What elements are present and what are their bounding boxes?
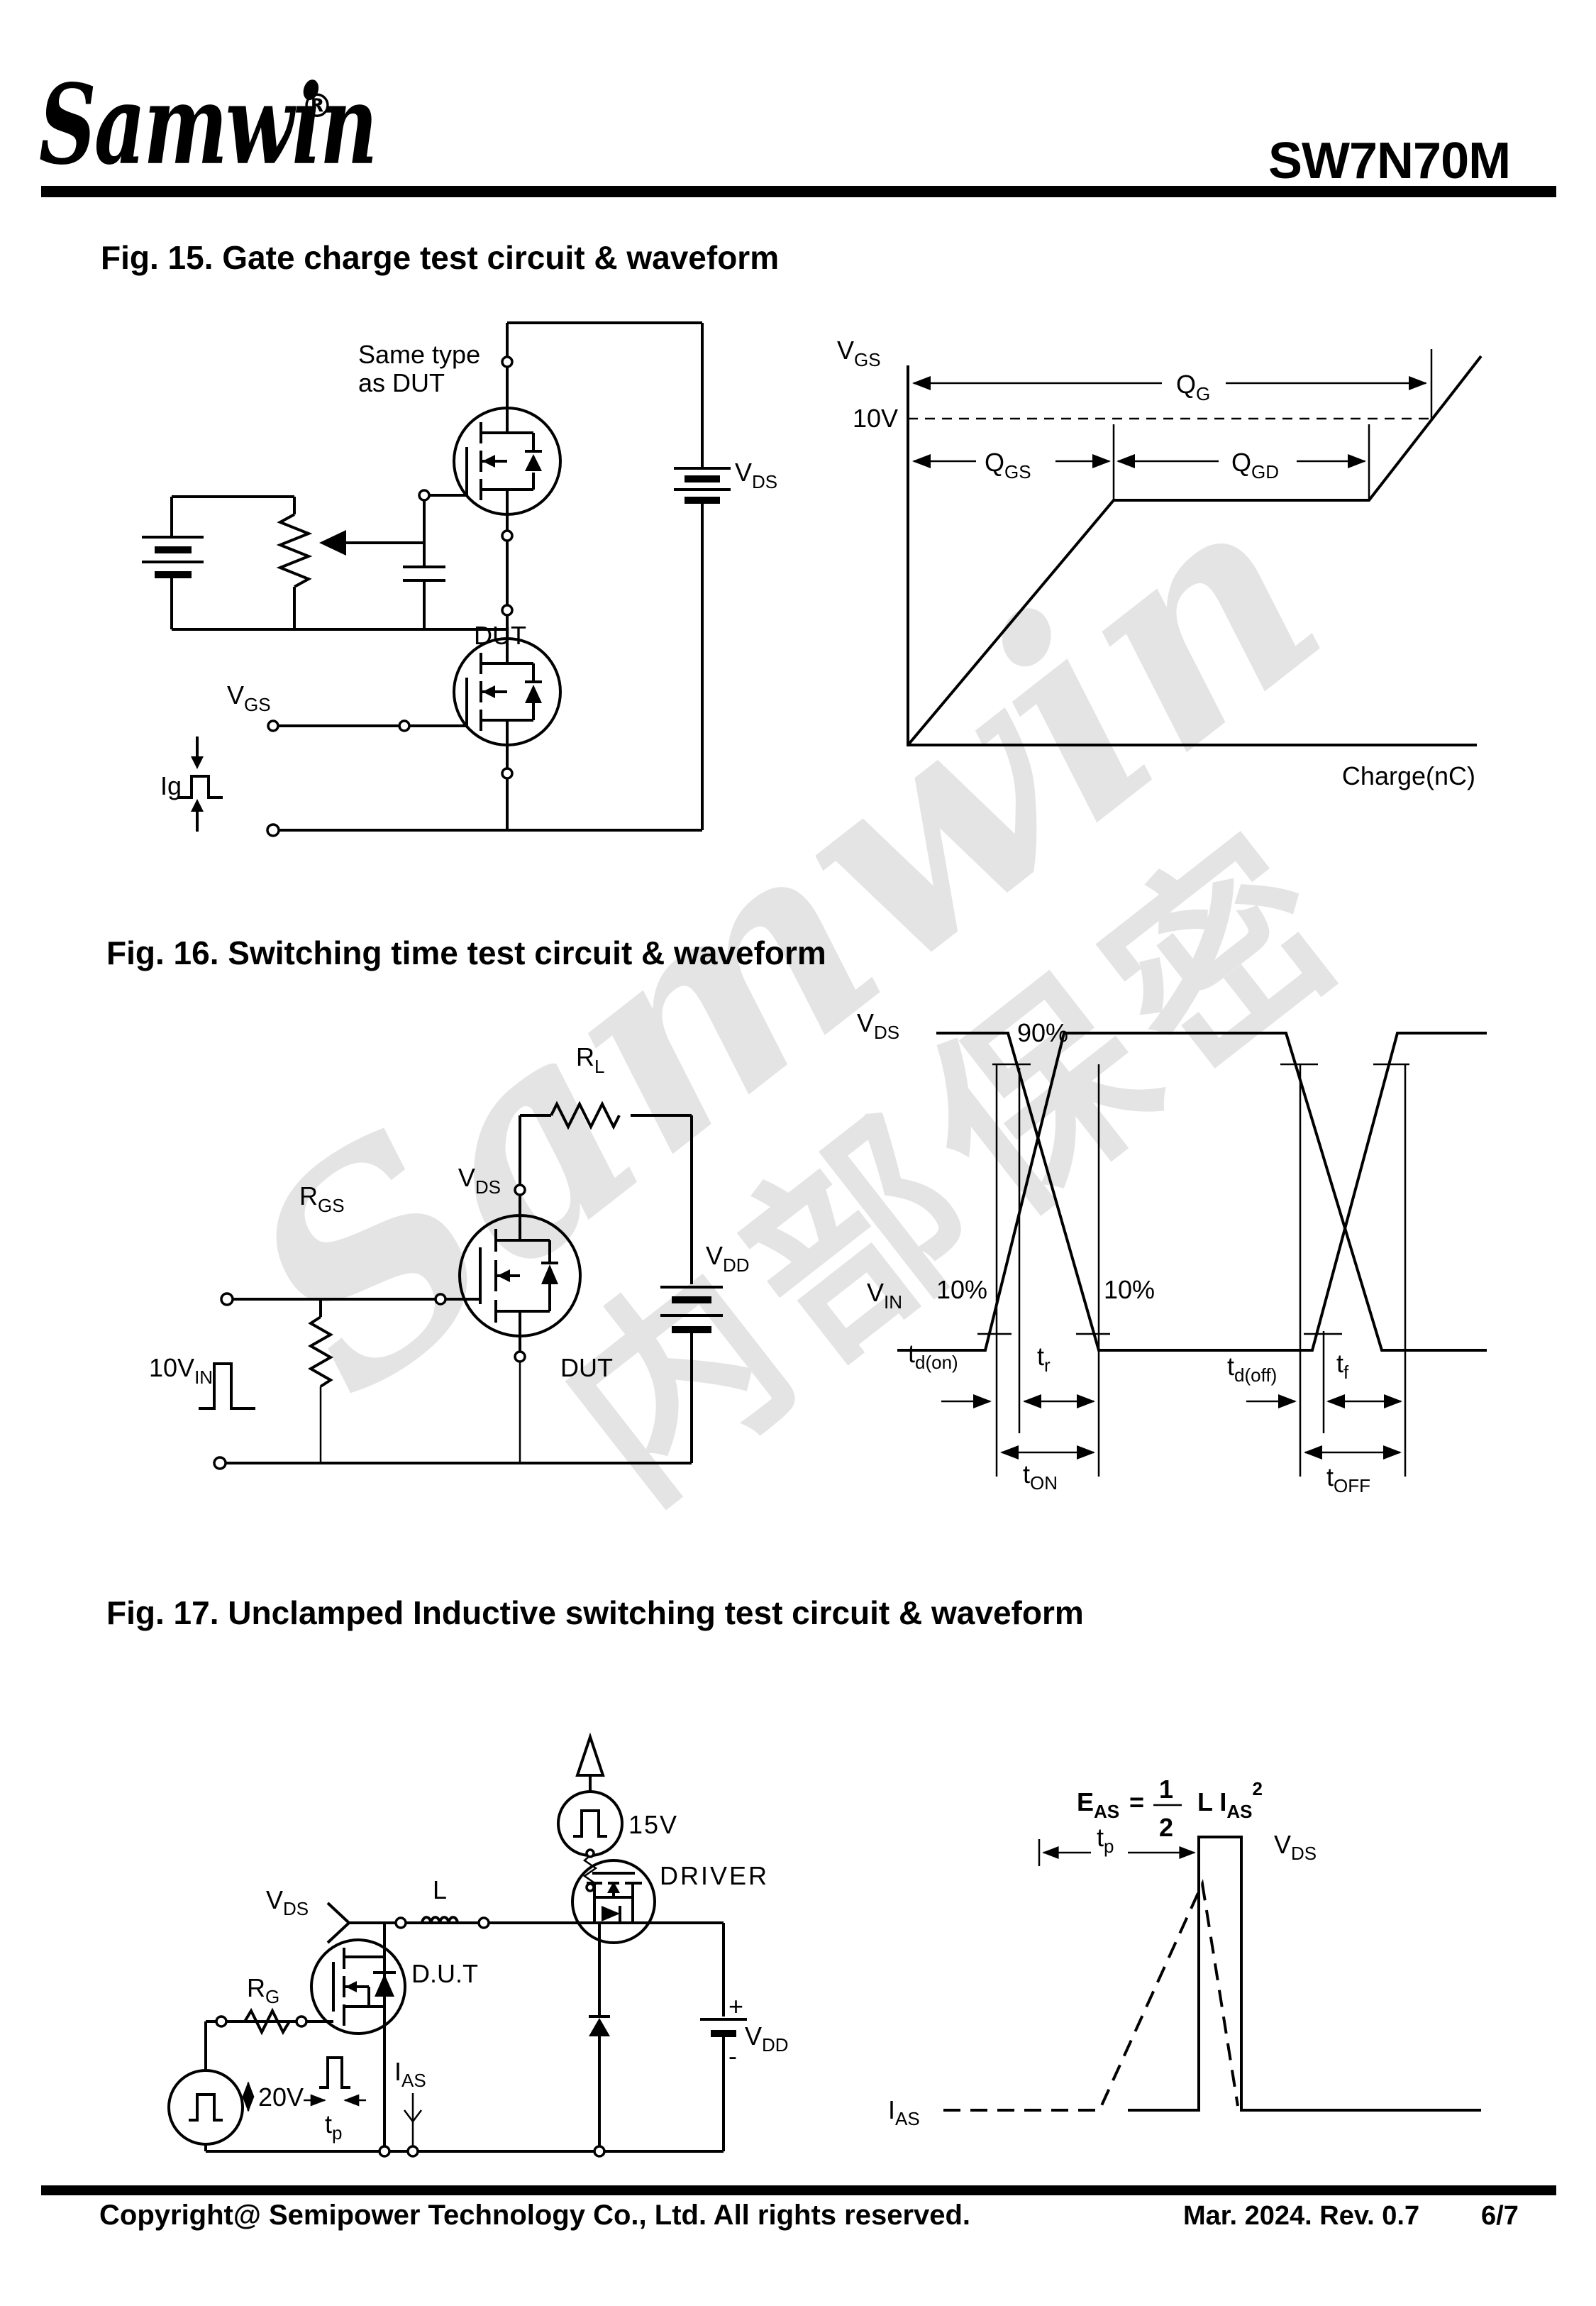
fig16-level-ticks	[977, 1063, 1409, 1335]
footer-rule	[41, 2185, 1556, 2195]
eas-formula: EAS = 1 2 L IAS2	[1077, 1775, 1263, 1842]
fraction-numerator: 1	[1159, 1775, 1173, 1804]
10v-level-label: 10V	[853, 404, 898, 433]
toff-label: tOFF	[1326, 1462, 1370, 1496]
fig15-circuit-diagram: Same type as DUT VDS VGS DUT Ig	[142, 321, 777, 837]
fig17-waveform-chart: EAS = 1 2 L IAS2 VDS tp IAS	[888, 1775, 1481, 2129]
vds-pulse-trace	[1128, 1836, 1481, 2112]
company-logo: Samwin	[39, 70, 377, 181]
fig15-circuit-terminals	[266, 355, 514, 837]
ig-label: Ig	[160, 771, 182, 800]
charge-axis-label: Charge(nC)	[1342, 761, 1475, 790]
v15-label: 15V	[628, 1810, 678, 1839]
vdd-label: VDD	[745, 2021, 789, 2056]
fig17-circuit-terminals	[215, 1848, 606, 2158]
vds-label: VDS	[458, 1163, 501, 1198]
header: Samwin ® SW7N70M	[0, 0, 1596, 206]
footer-copyright: Copyright@ Semipower Technology Co., Ltd…	[99, 2200, 971, 2231]
dut-label: D.U.T	[411, 1959, 478, 1988]
ias-current-trace	[943, 1879, 1239, 2112]
ias-label: IAS	[394, 2057, 426, 2091]
fig17-circuit-diagram: 15V DRIVER L VDS RG D.U.T 20V tp IAS + V…	[167, 1732, 789, 2158]
rl-label: RL	[576, 1042, 604, 1077]
vdd-label: VDD	[706, 1241, 750, 1276]
fig16-waveform-chart: VDS VIN 90% 10% 10% td(on) tr td(off) tf…	[857, 1008, 1487, 1496]
fig15-waveform-chart: VGS 10V QG QGS QGD Charge(nC)	[837, 336, 1483, 790]
tr-label: tr	[1037, 1342, 1051, 1376]
dut-label: DUT	[474, 621, 526, 650]
qg-label: QG	[1176, 370, 1210, 404]
vin-waveform-label: VIN	[867, 1278, 902, 1313]
dut-label: DUT	[560, 1353, 613, 1382]
battery-minus-label: -	[728, 2041, 737, 2070]
inductor-label: L	[433, 1875, 447, 1904]
ton-label: tON	[1023, 1460, 1058, 1494]
fig17-circuit-wires	[167, 1732, 747, 2153]
tp-label: tp	[1097, 1823, 1114, 1857]
logo-text: Samwin	[39, 61, 377, 189]
fig15-dimension-arrows	[912, 376, 1427, 468]
fig16-circuit-terminals	[213, 1184, 526, 1470]
same-type-label-line1: Same type	[358, 340, 480, 369]
vds-label: VDS	[266, 1885, 309, 1919]
li-squared-term: L IAS2	[1197, 1778, 1263, 1822]
fig16-dimension-lines	[941, 1064, 1407, 1477]
footer-page-number: 6/7	[1481, 2201, 1519, 2231]
header-rule	[41, 186, 1556, 197]
tp-dimension	[1038, 1839, 1196, 1866]
fig15-title: Fig. 15. Gate charge test circuit & wave…	[101, 239, 780, 276]
registered-trademark-icon: ®	[301, 87, 333, 125]
same-type-label-line2: as DUT	[358, 368, 445, 397]
fig16-waveforms	[897, 1032, 1487, 1352]
footer-revision: Mar. 2024. Rev. 0.7	[1183, 2201, 1420, 2231]
p10-right-label: 10%	[1104, 1275, 1155, 1304]
vin-label: 10VIN	[149, 1353, 213, 1388]
vds-label: VDS	[735, 458, 777, 492]
driver-label: DRIVER	[660, 1861, 769, 1890]
rg-label: RG	[247, 1973, 279, 2007]
vgs-label: VGS	[227, 680, 271, 715]
battery-plus-label: +	[728, 1992, 743, 2021]
fig16-circuit-diagram: RL RGS VDS VDD 10VIN DUT	[149, 1042, 750, 1470]
fig16-title: Fig. 16. Switching time test circuit & w…	[106, 934, 826, 971]
p90-label: 90%	[1017, 1018, 1068, 1047]
v20-label: 20V	[258, 2082, 304, 2112]
tf-label: tf	[1336, 1349, 1349, 1383]
gate-charge-curve	[907, 355, 1483, 746]
vds-label: VDS	[1274, 1830, 1317, 1864]
tdon-label: td(on)	[908, 1339, 958, 1373]
fig17-title: Fig. 17. Unclamped Inductive switching t…	[106, 1594, 1084, 1631]
vds-waveform-label: VDS	[857, 1008, 899, 1043]
tp-label: tp	[325, 2109, 342, 2144]
p10-left-label: 10%	[936, 1275, 987, 1304]
equals-sign: =	[1129, 1787, 1144, 1816]
vgs-axis-label: VGS	[837, 336, 881, 370]
ias-label: IAS	[888, 2095, 920, 2129]
eas-term: EAS	[1077, 1787, 1119, 1822]
part-number: SW7N70M	[1268, 133, 1511, 189]
fig15-waveform-axes	[907, 349, 1477, 746]
fig15-circuit-wires	[142, 321, 731, 832]
tdoff-label: td(off)	[1227, 1352, 1277, 1386]
qgs-label: QGS	[985, 448, 1031, 482]
rgs-label: RGS	[299, 1181, 345, 1216]
fig16-circuit-wires	[199, 1100, 723, 1464]
qgd-label: QGD	[1231, 448, 1279, 482]
fraction-denominator: 2	[1159, 1813, 1173, 1842]
